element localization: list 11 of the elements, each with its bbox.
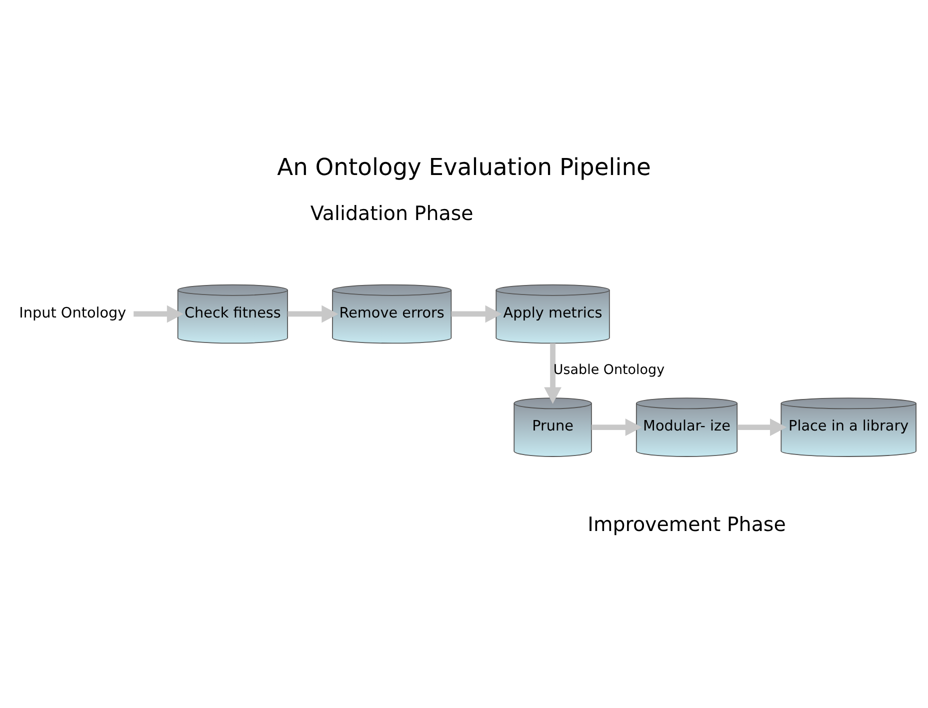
- label: Validation Phase: [310, 202, 474, 226]
- edge-label: Usable Ontology: [553, 362, 665, 378]
- arrow: [451, 305, 502, 323]
- arrow: [544, 343, 562, 404]
- arrow: [288, 305, 338, 323]
- node-text: Input Ontology: [19, 305, 126, 322]
- arrow: [737, 418, 787, 436]
- label: Improvement Phase: [588, 513, 786, 536]
- arrow: [134, 305, 184, 323]
- arrow: [592, 418, 642, 436]
- diagram-title: An Ontology Evaluation Pipeline: [277, 152, 651, 181]
